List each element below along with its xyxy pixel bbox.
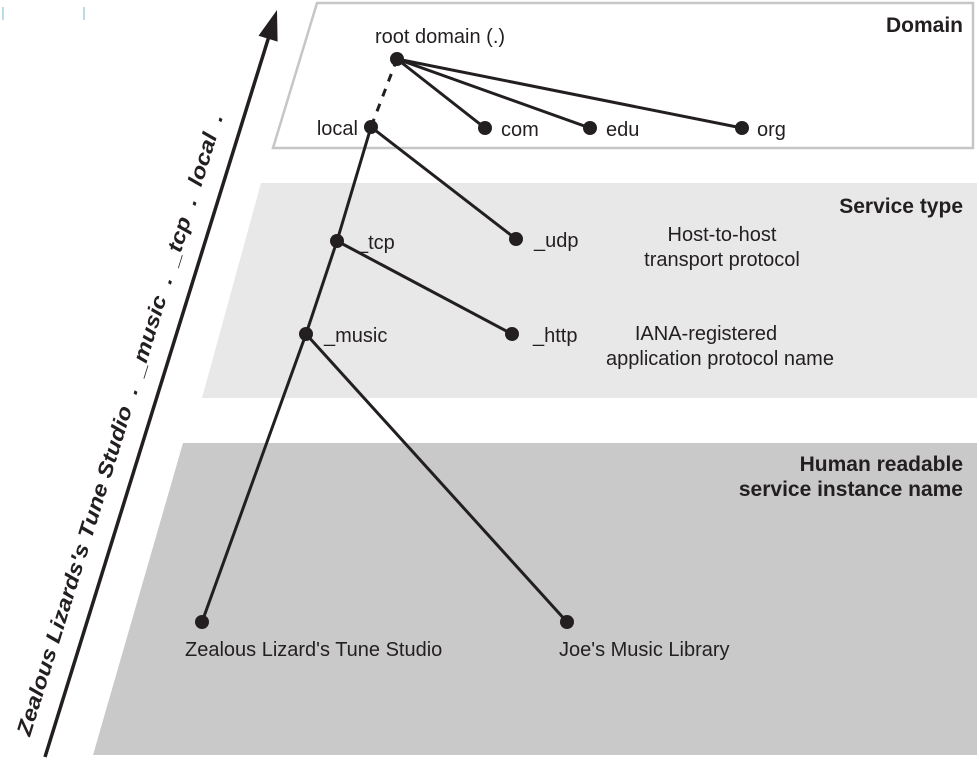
node-label-org: org: [757, 119, 786, 141]
domain-band: [271, 1, 975, 150]
annotation-transport-line2: transport protocol: [644, 249, 800, 271]
edge-root-local: [369, 58, 399, 128]
domain-band-title: Domain: [886, 14, 963, 37]
node-label-com: com: [501, 119, 539, 141]
service-type-band-title: Service type: [839, 195, 963, 218]
node-label-tcp: _tcp: [356, 232, 395, 254]
edge-root-org: [396, 57, 743, 130]
node-dot-udp: [509, 232, 523, 246]
edge-music-joes: [304, 332, 569, 624]
edge-local-udp: [370, 125, 517, 241]
instance-name-band: [93, 443, 977, 755]
service-type-band: [202, 183, 977, 398]
edge-local-tcp: [335, 126, 373, 242]
node-dot-edu: [583, 121, 597, 135]
edge-music-zealous: [200, 333, 308, 623]
node-dot-org: [735, 121, 749, 135]
node-label-udp: _udp: [533, 230, 579, 252]
node-dot-http: [505, 327, 519, 341]
instance-band-title-line1: Human readable: [800, 453, 963, 476]
node-dot-tcp: [330, 234, 344, 248]
annotation-transport-line1: Host-to-host: [668, 224, 777, 246]
node-dot-music: [299, 327, 313, 341]
edge-root-com: [396, 57, 486, 130]
name-axis-arrowhead-icon: [258, 10, 278, 42]
node-label-http: _http: [532, 325, 577, 347]
edge-tcp-http: [336, 239, 513, 336]
node-dot-root: [390, 52, 404, 66]
node-label-edu: edu: [606, 119, 639, 141]
node-dot-instance-zealous: [195, 615, 209, 629]
annotation-application-line2: application protocol name: [606, 348, 834, 370]
registration-mark-left: [2, 7, 4, 20]
node-label-local: local: [317, 118, 358, 140]
edge-tcp-music: [304, 240, 339, 335]
node-label-instance-joes: Joe's Music Library: [559, 639, 730, 661]
node-dot-local: [364, 120, 378, 134]
node-label-music: _music: [323, 325, 387, 347]
annotation-application-line1: IANA-registered: [635, 323, 777, 345]
node-dot-instance-joes: [560, 615, 574, 629]
registration-mark-right: [83, 7, 85, 20]
instance-band-title-line2: service instance name: [739, 478, 963, 501]
node-label-root: root domain (.): [375, 26, 505, 48]
node-label-instance-zealous: Zealous Lizard's Tune Studio: [185, 639, 442, 661]
name-axis-arrow-shaft: [43, 32, 272, 758]
node-dot-com: [478, 121, 492, 135]
edge-root-edu: [396, 57, 591, 130]
